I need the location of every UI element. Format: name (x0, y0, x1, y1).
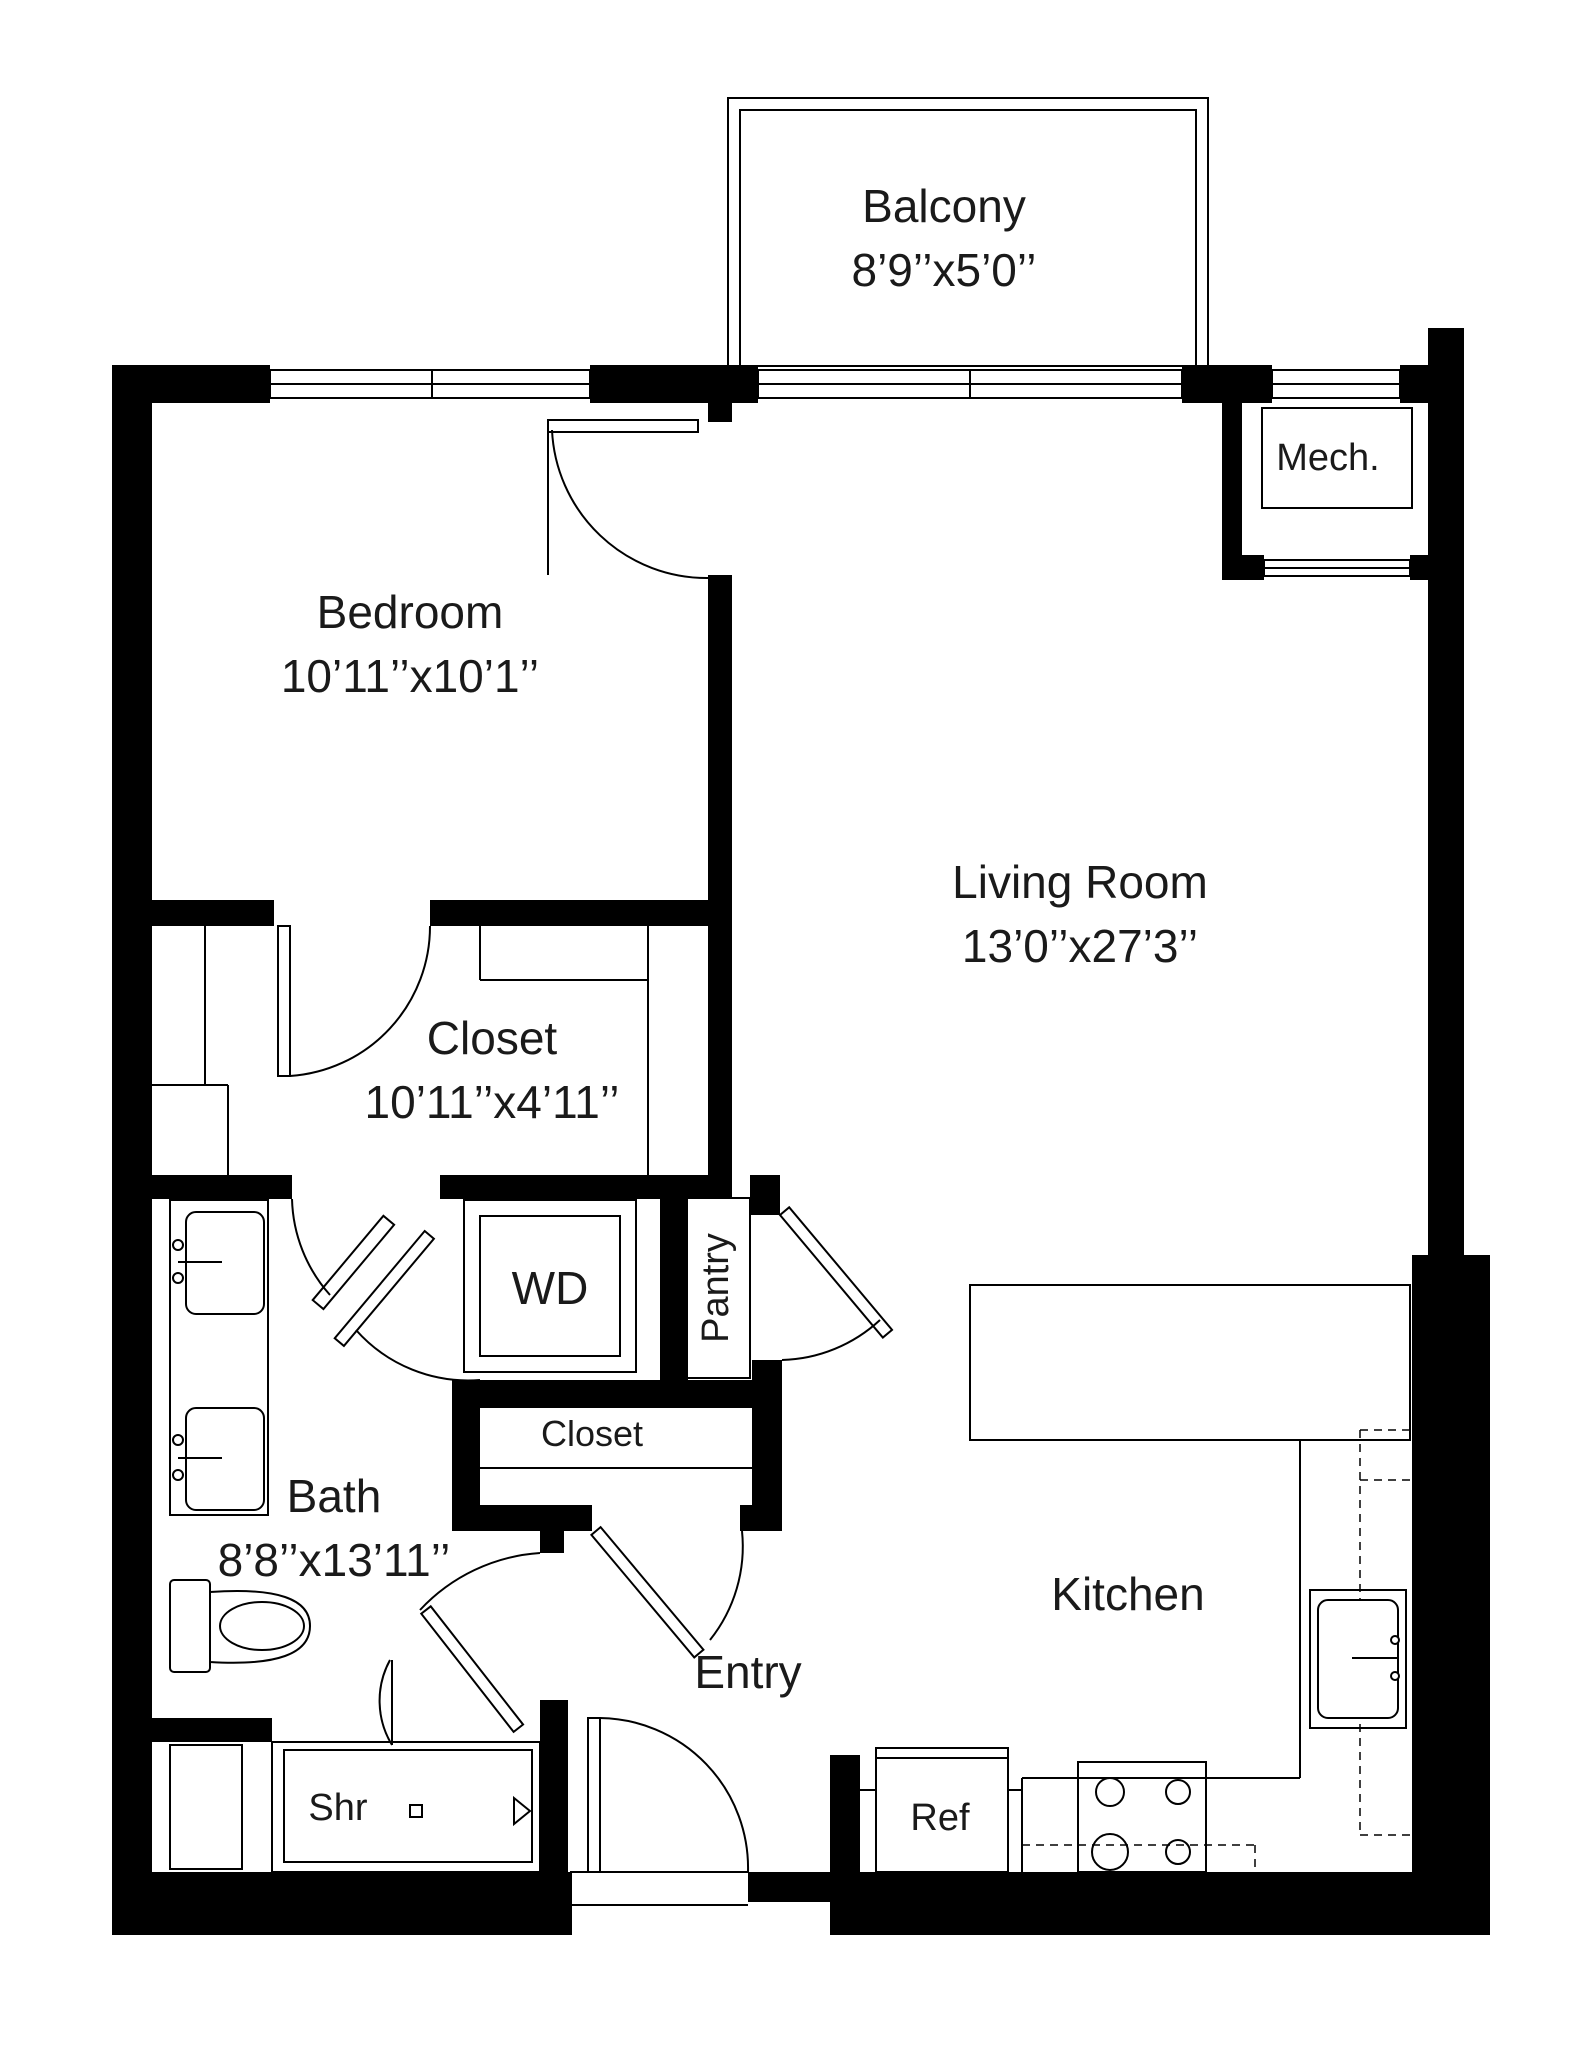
bedroom-name: Bedroom (317, 586, 504, 638)
doors (277, 419, 894, 1906)
ref-label: Ref (910, 1797, 970, 1839)
living-room-size: 13’0’’x27’3’’ (962, 920, 1198, 972)
kitchen-label: Kitchen (1051, 1568, 1204, 1620)
pantry-label: Pantry (695, 1233, 737, 1343)
bedroom-size: 10’11’’x10’1’’ (281, 650, 539, 702)
closet-size: 10’11’’x4’11’’ (365, 1076, 620, 1128)
mech-closet (1222, 400, 1450, 580)
bath-size: 8’8’’x13’11’’ (218, 1534, 451, 1586)
exterior-walls (112, 328, 1490, 1935)
balcony-size: 8’9’’x5’0’’ (852, 244, 1037, 296)
interior-walls (152, 575, 860, 1875)
windows (269, 369, 1401, 399)
kitchen-fixtures (860, 1284, 1412, 1873)
closet-shelving (152, 926, 649, 1175)
entry-label: Entry (694, 1646, 801, 1698)
living-room-name: Living Room (952, 856, 1208, 908)
shower-label: Shr (308, 1787, 367, 1829)
balcony-railing (727, 97, 1209, 367)
laundry-pantry (463, 1197, 752, 1469)
room-labels: Balcony 8’9’’x5’0’’ Mech. Bedroom 10’11’… (218, 180, 1380, 1839)
closet-name: Closet (427, 1012, 558, 1064)
bath-fixtures (169, 1199, 541, 1873)
wd-label: WD (512, 1262, 589, 1314)
entry-closet-label: Closet (541, 1413, 643, 1454)
bath-name: Bath (287, 1470, 382, 1522)
balcony-name: Balcony (862, 180, 1026, 232)
mech-label: Mech. (1276, 437, 1379, 479)
